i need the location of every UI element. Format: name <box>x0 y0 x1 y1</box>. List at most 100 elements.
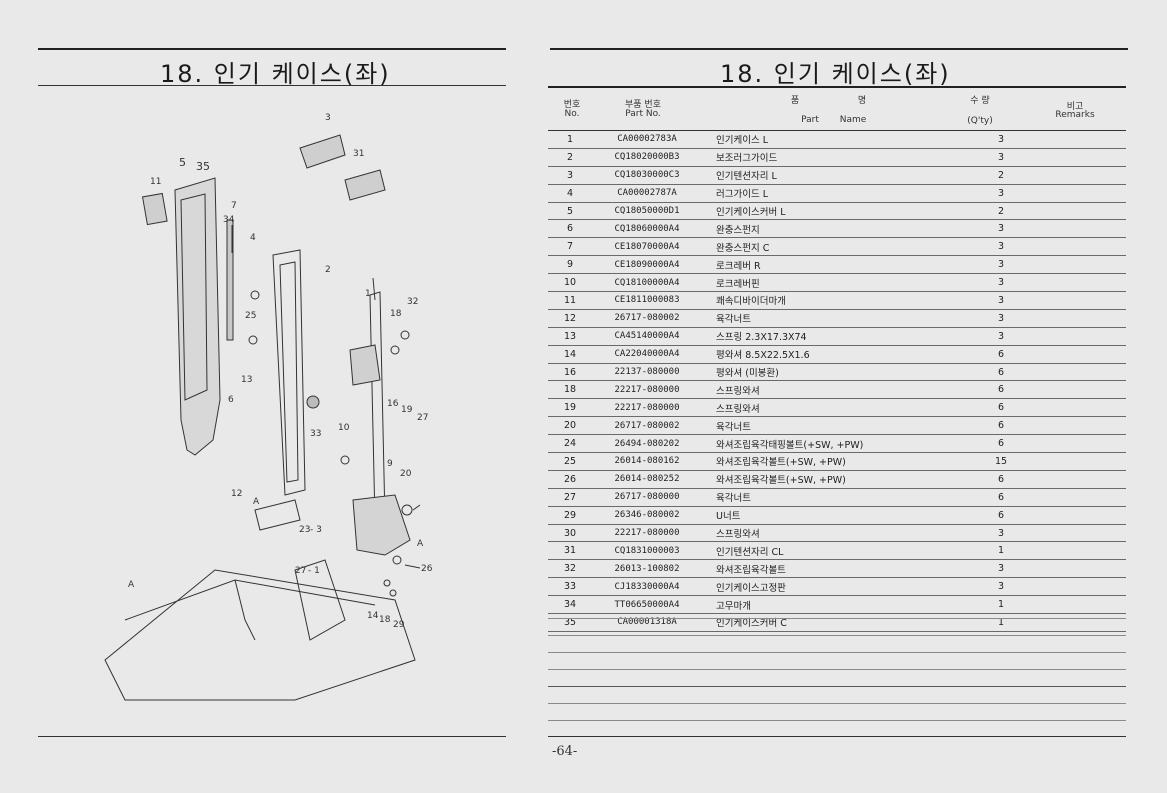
quantity-cell: 1 <box>971 595 1031 615</box>
row-number-cell: 12 <box>548 309 592 328</box>
quantity-cell: 6 <box>971 398 1031 418</box>
right-page-bottom-rule <box>548 736 1126 737</box>
svg-text:A: A <box>128 580 135 590</box>
remarks-cell <box>1031 219 1126 239</box>
svg-text:5: 5 <box>179 156 186 169</box>
svg-text:20: 20 <box>400 469 412 479</box>
part-number-cell: CJ18330000A4 <box>592 577 702 597</box>
quantity-cell: 3 <box>971 577 1031 597</box>
header-remarks-en: Remarks <box>1055 110 1095 120</box>
remarks-cell <box>1031 184 1126 203</box>
part-number-cell: CA00001318A <box>592 613 702 632</box>
quantity-cell: 3 <box>971 184 1031 203</box>
quantity-cell: 15 <box>971 452 1031 471</box>
row-number-cell: 19 <box>548 398 592 418</box>
quantity-cell: 6 <box>971 345 1031 364</box>
quantity-cell: 3 <box>971 237 1031 257</box>
remarks-cell <box>1031 416 1126 436</box>
part-name-cell: 인기텐션자리 CL <box>702 541 971 561</box>
part-name-cell: 완충스펀지 <box>702 219 971 239</box>
quantity-cell: 1 <box>971 541 1031 561</box>
part-number-cell: CQ18100000A4 <box>592 273 702 293</box>
svg-text:4: 4 <box>250 233 256 243</box>
quantity-cell: 3 <box>971 131 1031 149</box>
row-number-cell: 24 <box>548 434 592 454</box>
svg-text:1: 1 <box>365 289 371 299</box>
left-page-title: 18. 인기 케이스(좌) <box>160 60 391 88</box>
svg-text:26: 26 <box>421 564 433 574</box>
table-header-rule <box>548 130 1126 131</box>
part-name-cell: 와셔조립육각볼트(+SW, +PW) <box>702 470 971 489</box>
svg-text:6: 6 <box>228 395 234 405</box>
svg-text:14: 14 <box>367 611 379 621</box>
part-number-cell: 26494-080202 <box>592 434 702 454</box>
row-number-cell: 5 <box>548 202 592 221</box>
row-number-cell: 31 <box>548 541 592 561</box>
quantity-cell: 3 <box>971 148 1031 167</box>
part-name-cell: 인기케이스고정판 <box>702 577 971 597</box>
row-number-cell: 18 <box>548 380 592 400</box>
part-name-cell: U너트 <box>702 506 971 525</box>
part-name-cell: 육각너트 <box>702 416 971 436</box>
empty-row-line <box>548 618 1126 619</box>
svg-text:13: 13 <box>241 375 252 385</box>
svg-text:16: 16 <box>387 399 399 409</box>
part-name-cell: 평와셔 8.5X22.5X1.6 <box>702 345 971 364</box>
svg-text:9: 9 <box>387 459 393 469</box>
remarks-cell <box>1031 398 1126 418</box>
row-number-cell: 10 <box>548 273 592 293</box>
part-name-cell: 와셔조립육각볼트(+SW, +PW) <box>702 452 971 471</box>
row-number-cell: 25 <box>548 452 592 471</box>
part-name-cell: 평와셔 (미봉환) <box>702 363 971 382</box>
svg-text:27: 27 <box>295 566 306 576</box>
part-number-cell: CE18070000A4 <box>592 237 702 257</box>
header-qty-ko: 수 량 <box>970 96 990 106</box>
part-number-cell: CQ18030000C3 <box>592 166 702 185</box>
right-title-top-rule <box>550 48 1128 50</box>
row-number-cell: 9 <box>548 255 592 275</box>
part-name-cell: 와셔조립육각태핑볼트(+SW, +PW) <box>702 434 971 454</box>
header-no-en: No. <box>564 109 580 119</box>
remarks-cell <box>1031 524 1126 543</box>
right-page-title: 18. 인기 케이스(좌) <box>720 60 951 88</box>
part-number-cell: CQ18050000D1 <box>592 202 702 221</box>
quantity-cell: 6 <box>971 434 1031 454</box>
remarks-cell <box>1031 131 1126 149</box>
quantity-cell: 6 <box>971 470 1031 489</box>
svg-text:3: 3 <box>325 113 331 123</box>
remarks-cell <box>1031 148 1126 167</box>
svg-text:11: 11 <box>150 177 161 187</box>
quantity-cell: 6 <box>971 416 1031 436</box>
svg-text:2: 2 <box>325 265 331 275</box>
row-number-cell: 1 <box>548 131 592 149</box>
svg-text:25: 25 <box>245 311 256 321</box>
row-number-cell: 33 <box>548 577 592 597</box>
part-name-cell: 육각너트 <box>702 309 971 328</box>
quantity-cell: 6 <box>971 506 1031 525</box>
empty-row-line <box>548 669 1126 670</box>
part-number-cell: 26717-080002 <box>592 309 702 328</box>
row-number-cell: 35 <box>548 613 592 632</box>
svg-text:A: A <box>417 539 424 549</box>
left-page-bottom-rule <box>38 736 506 737</box>
row-number-cell: 16 <box>548 363 592 382</box>
part-name-cell: 스프링 2.3X17.3X74 <box>702 327 971 346</box>
row-number-cell: 13 <box>548 327 592 346</box>
header-name-en-1: Part <box>801 115 819 125</box>
part-name-cell: 스프링와셔 <box>702 380 971 400</box>
row-number-cell: 29 <box>548 506 592 525</box>
part-number-cell: CA45140000A4 <box>592 327 702 346</box>
